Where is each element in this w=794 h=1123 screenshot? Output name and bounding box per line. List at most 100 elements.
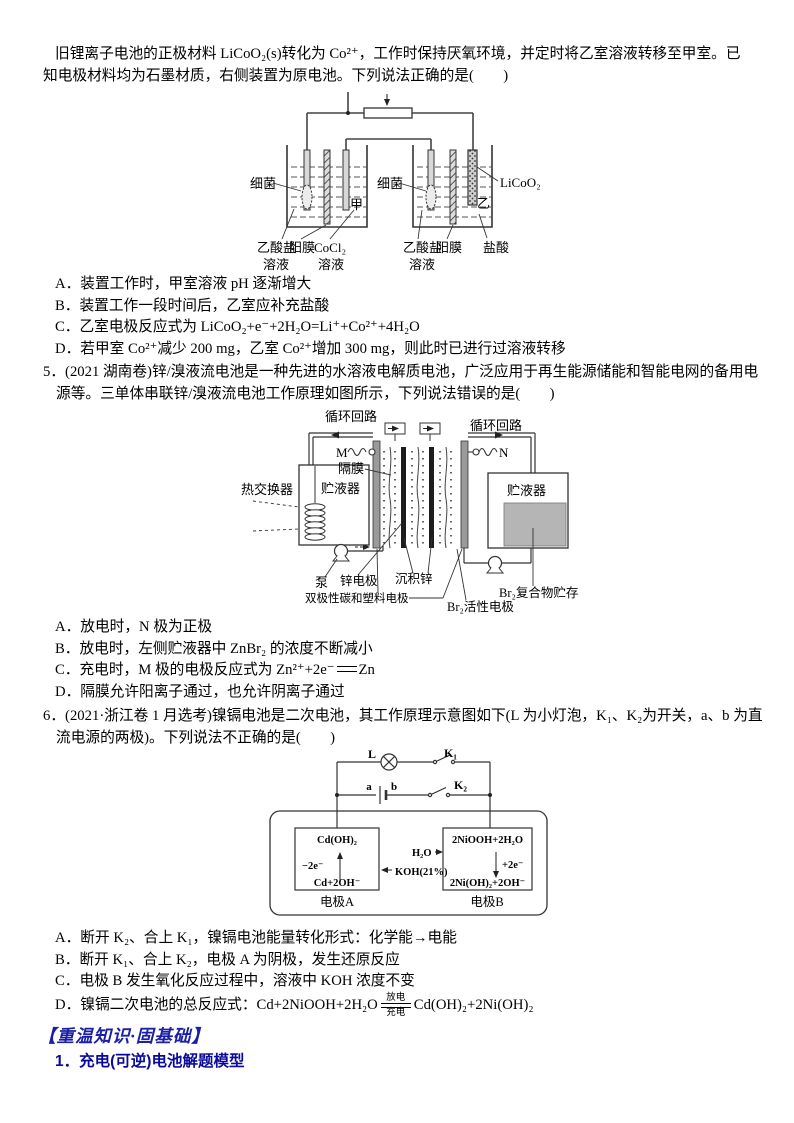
boxA-electrons: −2e⁻ bbox=[302, 861, 323, 872]
caption-membrane-right: 阳膜 bbox=[436, 240, 462, 255]
question-6-stem: 6．(2021·浙江卷 1 月选考)镍镉电池是二次电池，其工作原理示意图如下(L… bbox=[43, 708, 763, 746]
leader-lines bbox=[272, 166, 499, 240]
boxB-electrons: +2e⁻ bbox=[502, 860, 523, 871]
flow-arrow-left bbox=[331, 431, 339, 439]
reversible-reaction-symbol: 放电 充电 bbox=[380, 993, 411, 1019]
q6-option-c: C．电极 B 发生氧化反应过程中，溶液中 KOH 浓度不变 bbox=[55, 973, 415, 990]
terminal-b-label: b bbox=[391, 781, 397, 793]
reservoir-right-label: 贮液器 bbox=[507, 483, 546, 498]
section-subheading: 1．充电(可逆)电池解题模型 bbox=[55, 1053, 245, 1070]
k2-label: K₂ bbox=[454, 778, 467, 792]
q5-option-a: A．放电时，N 极为正极 bbox=[55, 619, 213, 635]
beaker-captions: 乙酸盐 溶液 阳膜 CoCl₂ 溶液 乙酸盐 溶液 阳膜 盐酸 bbox=[257, 240, 509, 272]
deposited-zinc-label: 沉积锌 bbox=[395, 572, 433, 586]
caption-membrane-left: 阳膜 bbox=[289, 240, 315, 255]
reservoir-left-label: 贮液器 bbox=[321, 481, 360, 496]
terminal-a-label: a bbox=[366, 781, 372, 793]
m-terminal-label: M bbox=[336, 445, 348, 460]
discharge-label: 放电 bbox=[386, 993, 406, 1004]
wire-junction-dot bbox=[346, 111, 350, 115]
zinc-electrode-label: 锌电极 bbox=[340, 574, 378, 588]
question-4-stem: 旧锂离子电池的正极材料 LiCoO₂(s)转化为 Co²⁺，工作时保持厌氧环境，… bbox=[43, 46, 741, 84]
svg-text:溶液: 溶液 bbox=[263, 257, 289, 272]
boxA-species-top: Cd(OH)₂ bbox=[317, 835, 357, 846]
q6-options: A．断开 K₂、合上 K₁，镍镉电池能量转化形式：化学能→电能 B．断开 K₁、… bbox=[55, 928, 533, 1019]
junction-dot-right bbox=[488, 793, 492, 797]
q5-option-d: D．隔膜允许阳离子通过，也允许阴离子通过 bbox=[55, 683, 345, 700]
q4-option-a: A．装置工作时，甲室溶液 pH 逐渐增大 bbox=[55, 276, 312, 292]
junction-dot-left bbox=[335, 793, 339, 797]
pipes bbox=[308, 432, 536, 564]
q5-number: 5． bbox=[43, 364, 66, 380]
diagram2-leaders bbox=[324, 468, 534, 601]
svg-text:溶液: 溶液 bbox=[409, 257, 435, 272]
terminal-m bbox=[347, 447, 376, 457]
koh-label: KOH(21%) bbox=[395, 867, 448, 878]
caption-acetate-left: 乙酸盐 bbox=[257, 240, 296, 255]
lamp bbox=[380, 753, 398, 771]
bacteria-left-label: 细菌 bbox=[250, 176, 276, 191]
lamp-label: L bbox=[368, 747, 376, 761]
left-pump bbox=[331, 543, 351, 562]
resistor bbox=[363, 107, 413, 119]
section-header: 【重温知识·固基础】 bbox=[38, 1026, 210, 1046]
q4-cell-diagram: 细菌 细菌 LiCoO₂ 甲 乙 乙酸盐 溶液 阳膜 CoCl₂ 溶液 乙酸盐 … bbox=[250, 92, 541, 272]
room-jia-label: 甲 bbox=[350, 197, 363, 212]
q6-option-a: A．断开 K₂、合上 K₁，镍镉电池能量转化形式：化学能→电能 bbox=[55, 930, 457, 946]
caption-acetate-right: 乙酸盐 bbox=[403, 240, 442, 255]
br2-storage-label: Br₂复合物贮存 bbox=[499, 585, 578, 600]
room-yi-label: 乙 bbox=[477, 196, 490, 211]
right-reservoir bbox=[487, 472, 569, 549]
left-reservoir bbox=[252, 464, 370, 546]
q4-options: A．装置工作时，甲室溶液 pH 逐渐增大 B．装置工作一段时间后，乙室应补充盐酸… bbox=[55, 274, 566, 360]
right-pump bbox=[485, 555, 505, 574]
question-5-stem: 5．(2021 湖南卷)锌/溴液流电池是一种先进的水溶液电解质电池，广泛应用于再… bbox=[43, 364, 759, 402]
charge-label: 充电 bbox=[386, 1008, 406, 1019]
bacteria-mid-label: 细菌 bbox=[377, 176, 403, 191]
battery bbox=[379, 786, 388, 804]
h2o-label: H₂O bbox=[412, 848, 431, 859]
boxA-species-bottom: Cd+2OH⁻ bbox=[314, 878, 361, 889]
q6-option-d: D．镍镉二次电池的总反应式：Cd+2NiOOH+2H₂O 放电 充电 Cd(OH… bbox=[55, 993, 534, 1019]
electrolyte-container bbox=[269, 810, 548, 916]
loop-right-label: 循环回路 bbox=[470, 418, 522, 433]
left-beaker bbox=[286, 145, 368, 228]
bipolar-electrode-label: 双极性碳和塑料电极 bbox=[305, 591, 409, 605]
loop-left-label: 循环回路 bbox=[325, 409, 377, 424]
membrane-label: 隔膜 bbox=[338, 461, 364, 476]
q6-number: 6． bbox=[43, 708, 66, 724]
caption-hcl: 盐酸 bbox=[483, 240, 509, 255]
pump-label: 泵 bbox=[315, 575, 328, 590]
boxB-species-top: 2NiOOH+2H₂O bbox=[452, 835, 523, 846]
caption-cocl2: CoCl₂ bbox=[314, 240, 346, 255]
q5-flow-battery-diagram: 循环回路 循环回路 M N 隔膜 热交换器 贮液器 贮液器 泵 锌电极 沉积锌 … bbox=[241, 409, 578, 614]
flow-arrow-right bbox=[495, 431, 503, 439]
q5-option-c: C．充电时，M 极的电极反应式为 Zn²⁺+2e⁻Zn bbox=[55, 662, 375, 679]
double-line-equals bbox=[336, 666, 357, 673]
switch-k2 bbox=[427, 786, 451, 798]
boxB-species-bottom: 2Ni(OH)₂+2OH⁻ bbox=[450, 878, 525, 889]
q4-option-d: D．若甲室 Co²⁺减少 200 mg，乙室 Co²⁺增加 300 mg，则此时… bbox=[55, 340, 566, 357]
heat-exchanger-label: 热交换器 bbox=[241, 482, 293, 497]
cell-stack bbox=[372, 422, 469, 549]
q6-circuit-diagram: L K₁ K₂ a b Cd(OH)₂ −2e⁻ Cd+2OH⁻ 2NiOOH+… bbox=[269, 746, 548, 916]
q4-option-b: B．装置工作一段时间后，乙室应补充盐酸 bbox=[55, 297, 330, 314]
q6-option-b: B．断开 K₁、合上 K₂，电极 A 为阴极，发生还原反应 bbox=[55, 951, 400, 968]
br2-electrode-label: Br₂活性电极 bbox=[447, 600, 514, 614]
q4-option-c: C．乙室电极反应式为 LiCoO₂+e⁻+2H₂O=Li⁺+Co²⁺+4H₂O bbox=[55, 319, 420, 336]
circuit-wires bbox=[336, 761, 491, 828]
svg-text:溶液: 溶液 bbox=[318, 257, 344, 272]
q5-options: A．放电时，N 极为正极 B．放电时，左侧贮液器中 ZnBr₂ 的浓度不断减小 … bbox=[55, 617, 375, 703]
electrode-b-label: 电极B bbox=[470, 895, 503, 909]
right-beaker bbox=[412, 145, 493, 228]
terminal-n bbox=[468, 447, 498, 457]
q5-option-b: B．放电时，左侧贮液器中 ZnBr₂ 的浓度不断减小 bbox=[55, 640, 373, 657]
switch-k1 bbox=[432, 753, 456, 765]
n-terminal-label: N bbox=[499, 445, 509, 460]
licoo2-label: LiCoO₂ bbox=[500, 175, 541, 190]
electrode-box-a bbox=[294, 827, 380, 891]
wires bbox=[306, 92, 474, 150]
equilibrium-bars bbox=[380, 1003, 411, 1009]
electrode-a-label: 电极A bbox=[320, 895, 354, 909]
